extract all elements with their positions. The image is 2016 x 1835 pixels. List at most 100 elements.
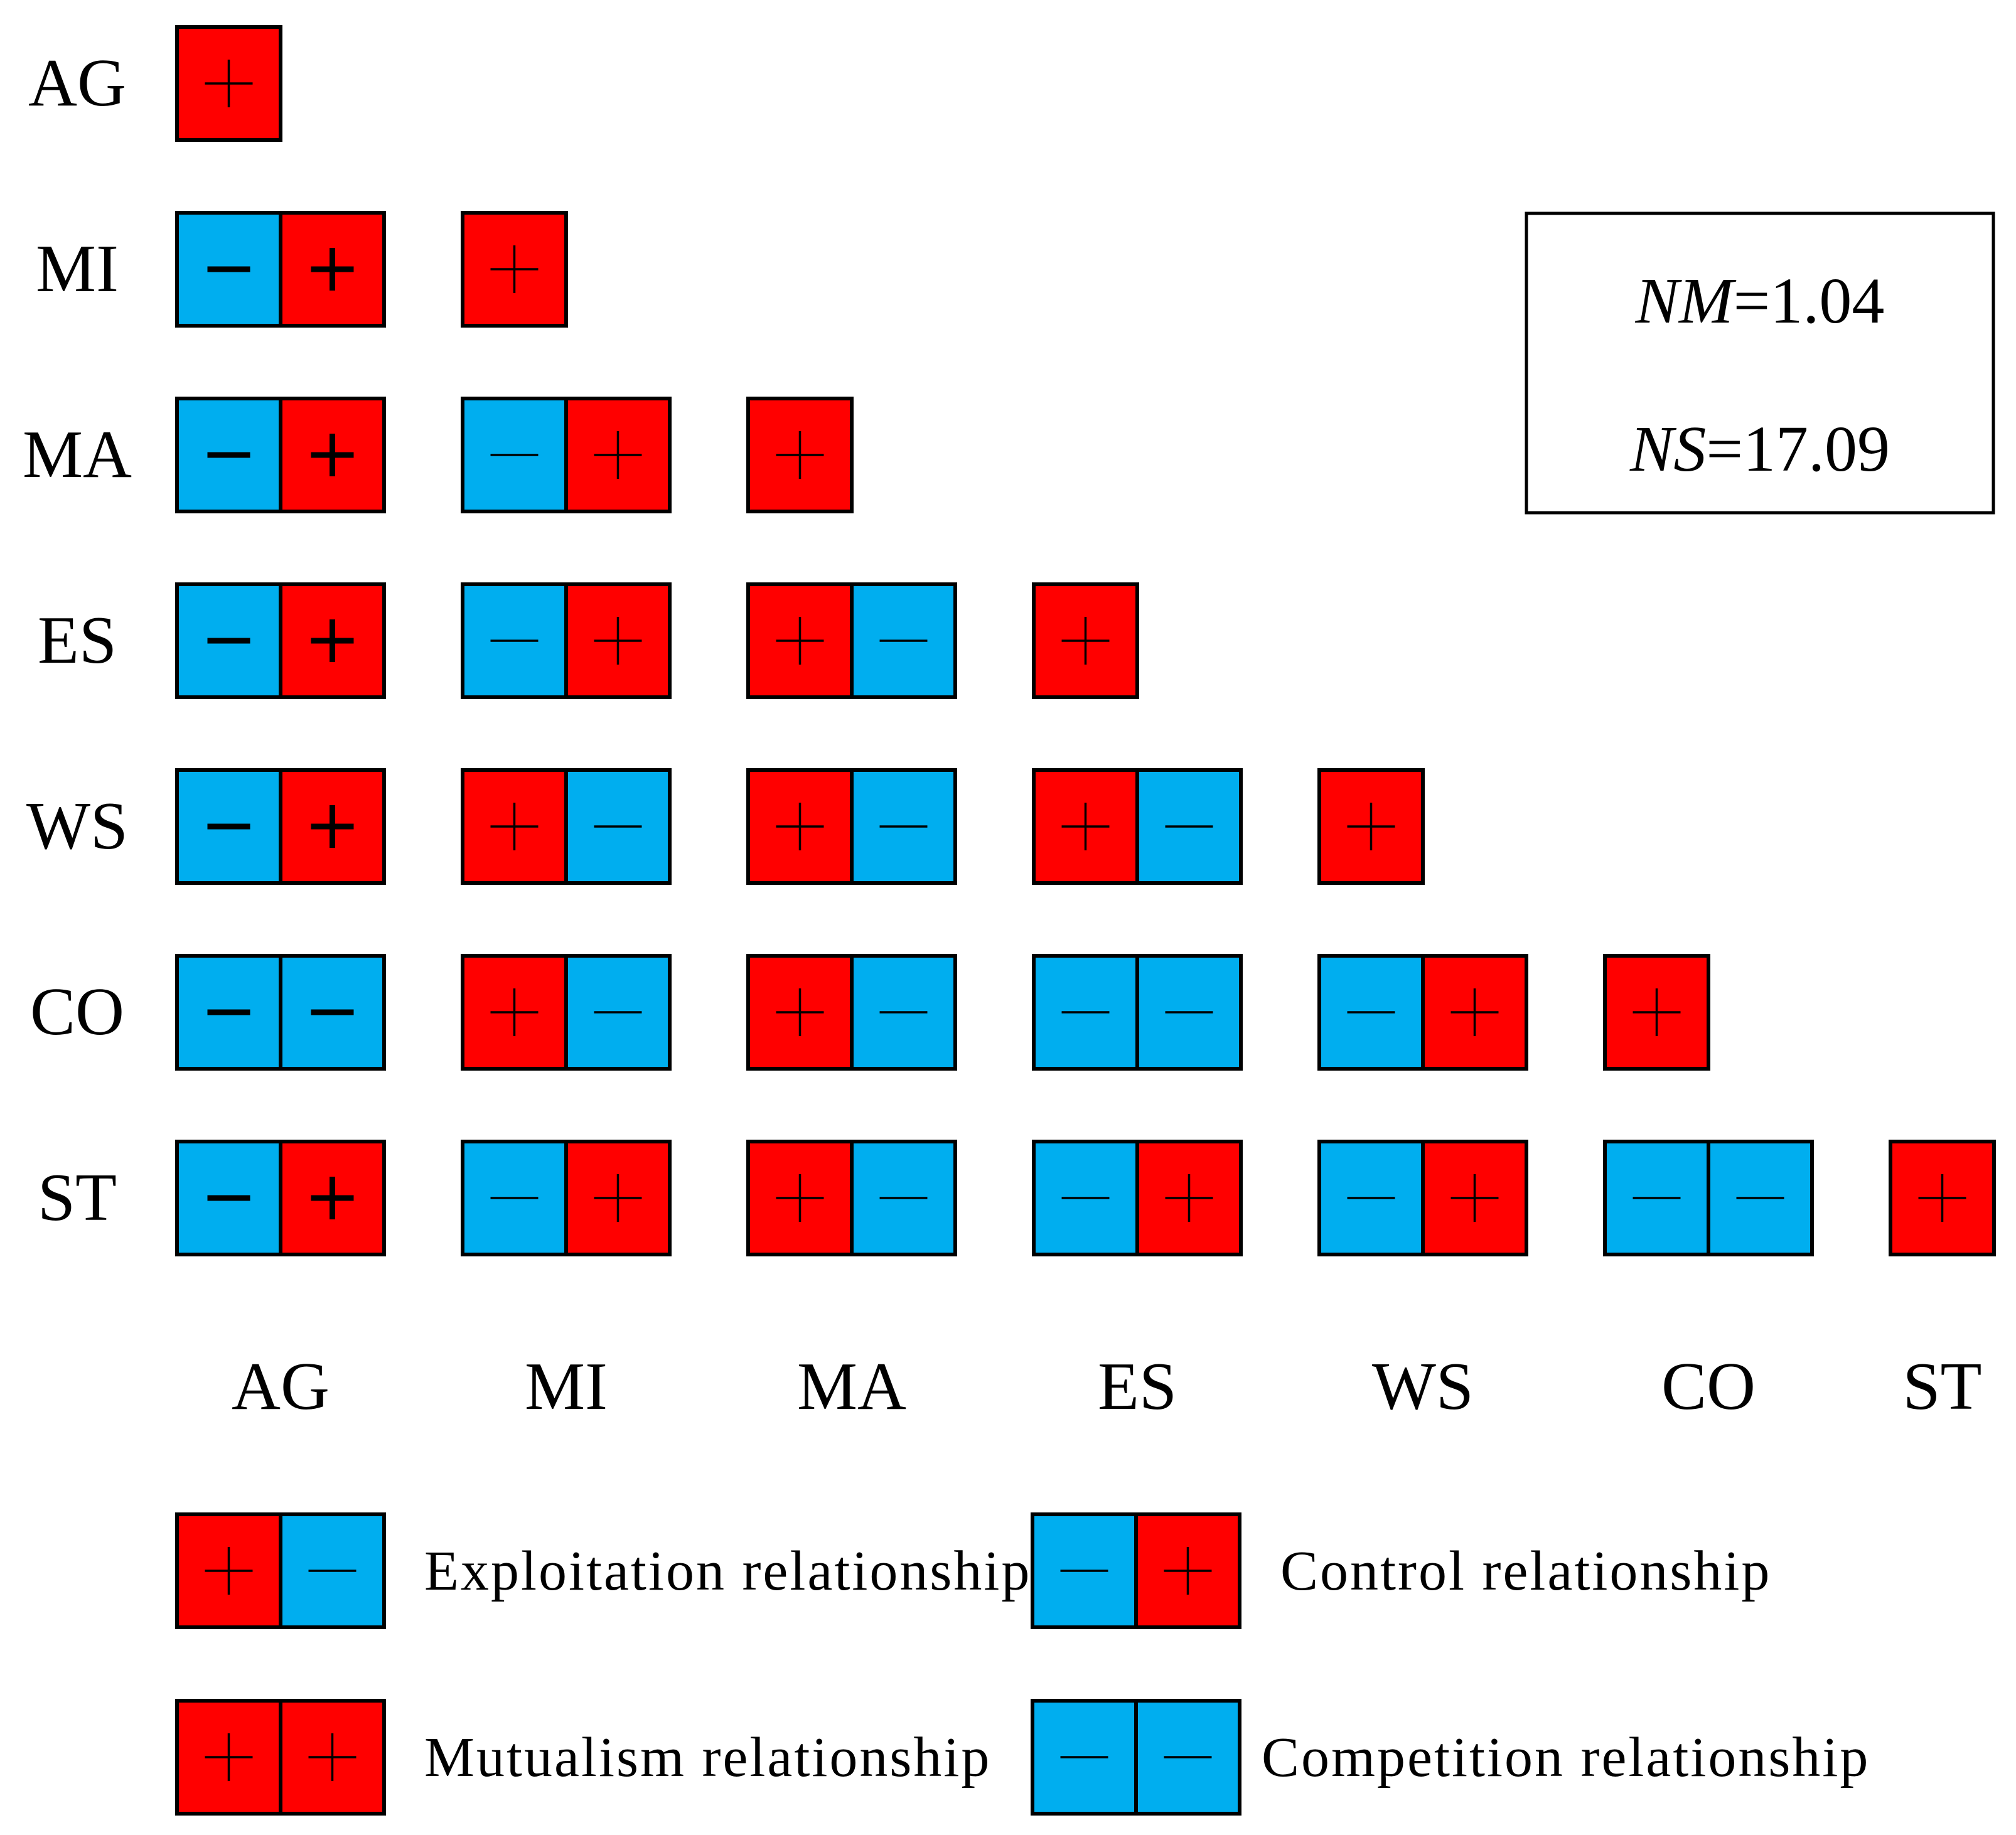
legend-item: Mutualism relationship bbox=[175, 1699, 991, 1816]
sign-cell bbox=[746, 954, 854, 1071]
cell-st-ws bbox=[1317, 1140, 1528, 1256]
cell-ma-ma bbox=[746, 397, 854, 513]
plus-sign-icon bbox=[311, 434, 354, 476]
sign-cell bbox=[850, 582, 957, 699]
negative-cell-bg bbox=[1135, 768, 1243, 885]
plus-sign-icon bbox=[776, 617, 824, 665]
sign-cell bbox=[175, 1140, 282, 1256]
cell-es-mi bbox=[461, 582, 672, 699]
row-label-st: ST bbox=[38, 1160, 117, 1235]
plus-sign-icon bbox=[1450, 1174, 1499, 1222]
sign-cell bbox=[175, 25, 282, 142]
plus-sign-icon bbox=[776, 431, 824, 479]
nm-value: =1.04 bbox=[1734, 265, 1885, 337]
sign-cell bbox=[279, 1140, 386, 1256]
plus-sign-icon bbox=[594, 431, 642, 479]
col-label-ws: WS bbox=[1372, 1349, 1474, 1424]
sign-cell bbox=[746, 768, 854, 885]
legend-swatch-cell bbox=[175, 1512, 282, 1629]
plus-sign-icon bbox=[1164, 1547, 1212, 1595]
plus-sign-icon bbox=[311, 619, 354, 662]
plus-sign-icon bbox=[776, 803, 824, 850]
cell-ws-ws bbox=[1317, 768, 1425, 885]
sign-cell bbox=[175, 211, 282, 328]
sign-cell bbox=[461, 768, 568, 885]
col-label-ag: AG bbox=[232, 1349, 330, 1424]
sign-cell bbox=[1317, 768, 1425, 885]
plus-sign-icon bbox=[490, 988, 539, 1036]
sign-cell bbox=[1317, 1140, 1425, 1256]
cell-ws-ma bbox=[746, 768, 957, 885]
cell-st-es bbox=[1032, 1140, 1243, 1256]
sign-cell bbox=[1707, 1140, 1814, 1256]
col-label-mi: MI bbox=[525, 1349, 608, 1424]
sign-cell bbox=[1032, 768, 1139, 885]
sign-cell bbox=[175, 582, 282, 699]
legend-label: Control relationship bbox=[1280, 1540, 1771, 1602]
row-label-ma: MA bbox=[23, 417, 132, 492]
sign-cell bbox=[1032, 582, 1139, 699]
cell-mi-ag bbox=[175, 211, 386, 328]
cell-mi-mi bbox=[461, 211, 568, 328]
plus-sign-icon bbox=[205, 1733, 253, 1781]
sign-cell bbox=[1421, 1140, 1528, 1256]
interaction-matrix bbox=[175, 25, 1996, 1256]
nm-label: NM bbox=[1635, 265, 1737, 337]
stats-box: NM=1.04 NS=17.09 bbox=[1525, 211, 1995, 515]
sign-cell bbox=[175, 397, 282, 513]
cell-co-ag bbox=[175, 954, 386, 1071]
plus-sign-icon bbox=[205, 1547, 253, 1595]
legend-swatch-cell bbox=[279, 1699, 386, 1816]
sign-cell bbox=[564, 397, 672, 513]
plus-sign-icon bbox=[205, 60, 253, 107]
legend-swatch-cell bbox=[1134, 1512, 1241, 1629]
col-label-ma: MA bbox=[797, 1349, 906, 1424]
cell-st-mi bbox=[461, 1140, 672, 1256]
sign-cell bbox=[746, 582, 854, 699]
plus-sign-icon bbox=[490, 245, 539, 293]
legend-swatch-cell bbox=[1031, 1699, 1138, 1816]
negative-cell-bg bbox=[850, 954, 957, 1071]
cell-co-ws bbox=[1317, 954, 1528, 1071]
sign-cell bbox=[461, 211, 568, 328]
sign-cell bbox=[746, 1140, 854, 1256]
plus-sign-icon bbox=[311, 1177, 354, 1219]
legend-swatch-cell bbox=[279, 1512, 386, 1629]
sign-cell bbox=[175, 954, 282, 1071]
plus-sign-icon bbox=[1450, 988, 1499, 1036]
sign-cell bbox=[1135, 954, 1243, 1071]
plus-sign-icon bbox=[776, 1174, 824, 1222]
row-label-es: ES bbox=[38, 603, 117, 678]
plus-sign-icon bbox=[1918, 1174, 1966, 1222]
row-label-mi: MI bbox=[36, 232, 119, 306]
sign-cell bbox=[850, 1140, 957, 1256]
cell-co-es bbox=[1032, 954, 1243, 1071]
ns-value: =17.09 bbox=[1706, 413, 1890, 485]
cell-st-ma bbox=[746, 1140, 957, 1256]
cell-ws-ag bbox=[175, 768, 386, 885]
row-label-co: CO bbox=[30, 975, 124, 1049]
plus-sign-icon bbox=[1061, 803, 1110, 850]
sign-cell bbox=[461, 582, 568, 699]
col-label-co: CO bbox=[1661, 1349, 1756, 1424]
sign-cell bbox=[175, 768, 282, 885]
cell-st-ag bbox=[175, 1140, 386, 1256]
legend-item: Competition relationship bbox=[1031, 1699, 1868, 1816]
sign-cell bbox=[1421, 954, 1528, 1071]
row-label-ws: WS bbox=[26, 789, 128, 864]
sign-cell bbox=[1135, 768, 1243, 885]
sign-cell bbox=[564, 954, 672, 1071]
plus-sign-icon bbox=[594, 617, 642, 665]
cell-ma-ag bbox=[175, 397, 386, 513]
sign-cell bbox=[850, 954, 957, 1071]
sign-cell bbox=[1032, 954, 1139, 1071]
col-label-st: ST bbox=[1902, 1349, 1981, 1424]
legend-swatch-cell bbox=[1134, 1699, 1241, 1816]
legend-item: Control relationship bbox=[1031, 1512, 1771, 1629]
cell-co-ma bbox=[746, 954, 957, 1071]
cell-es-ma bbox=[746, 582, 957, 699]
legend-label: Mutualism relationship bbox=[424, 1726, 991, 1789]
legend-swatch-cell bbox=[175, 1699, 282, 1816]
